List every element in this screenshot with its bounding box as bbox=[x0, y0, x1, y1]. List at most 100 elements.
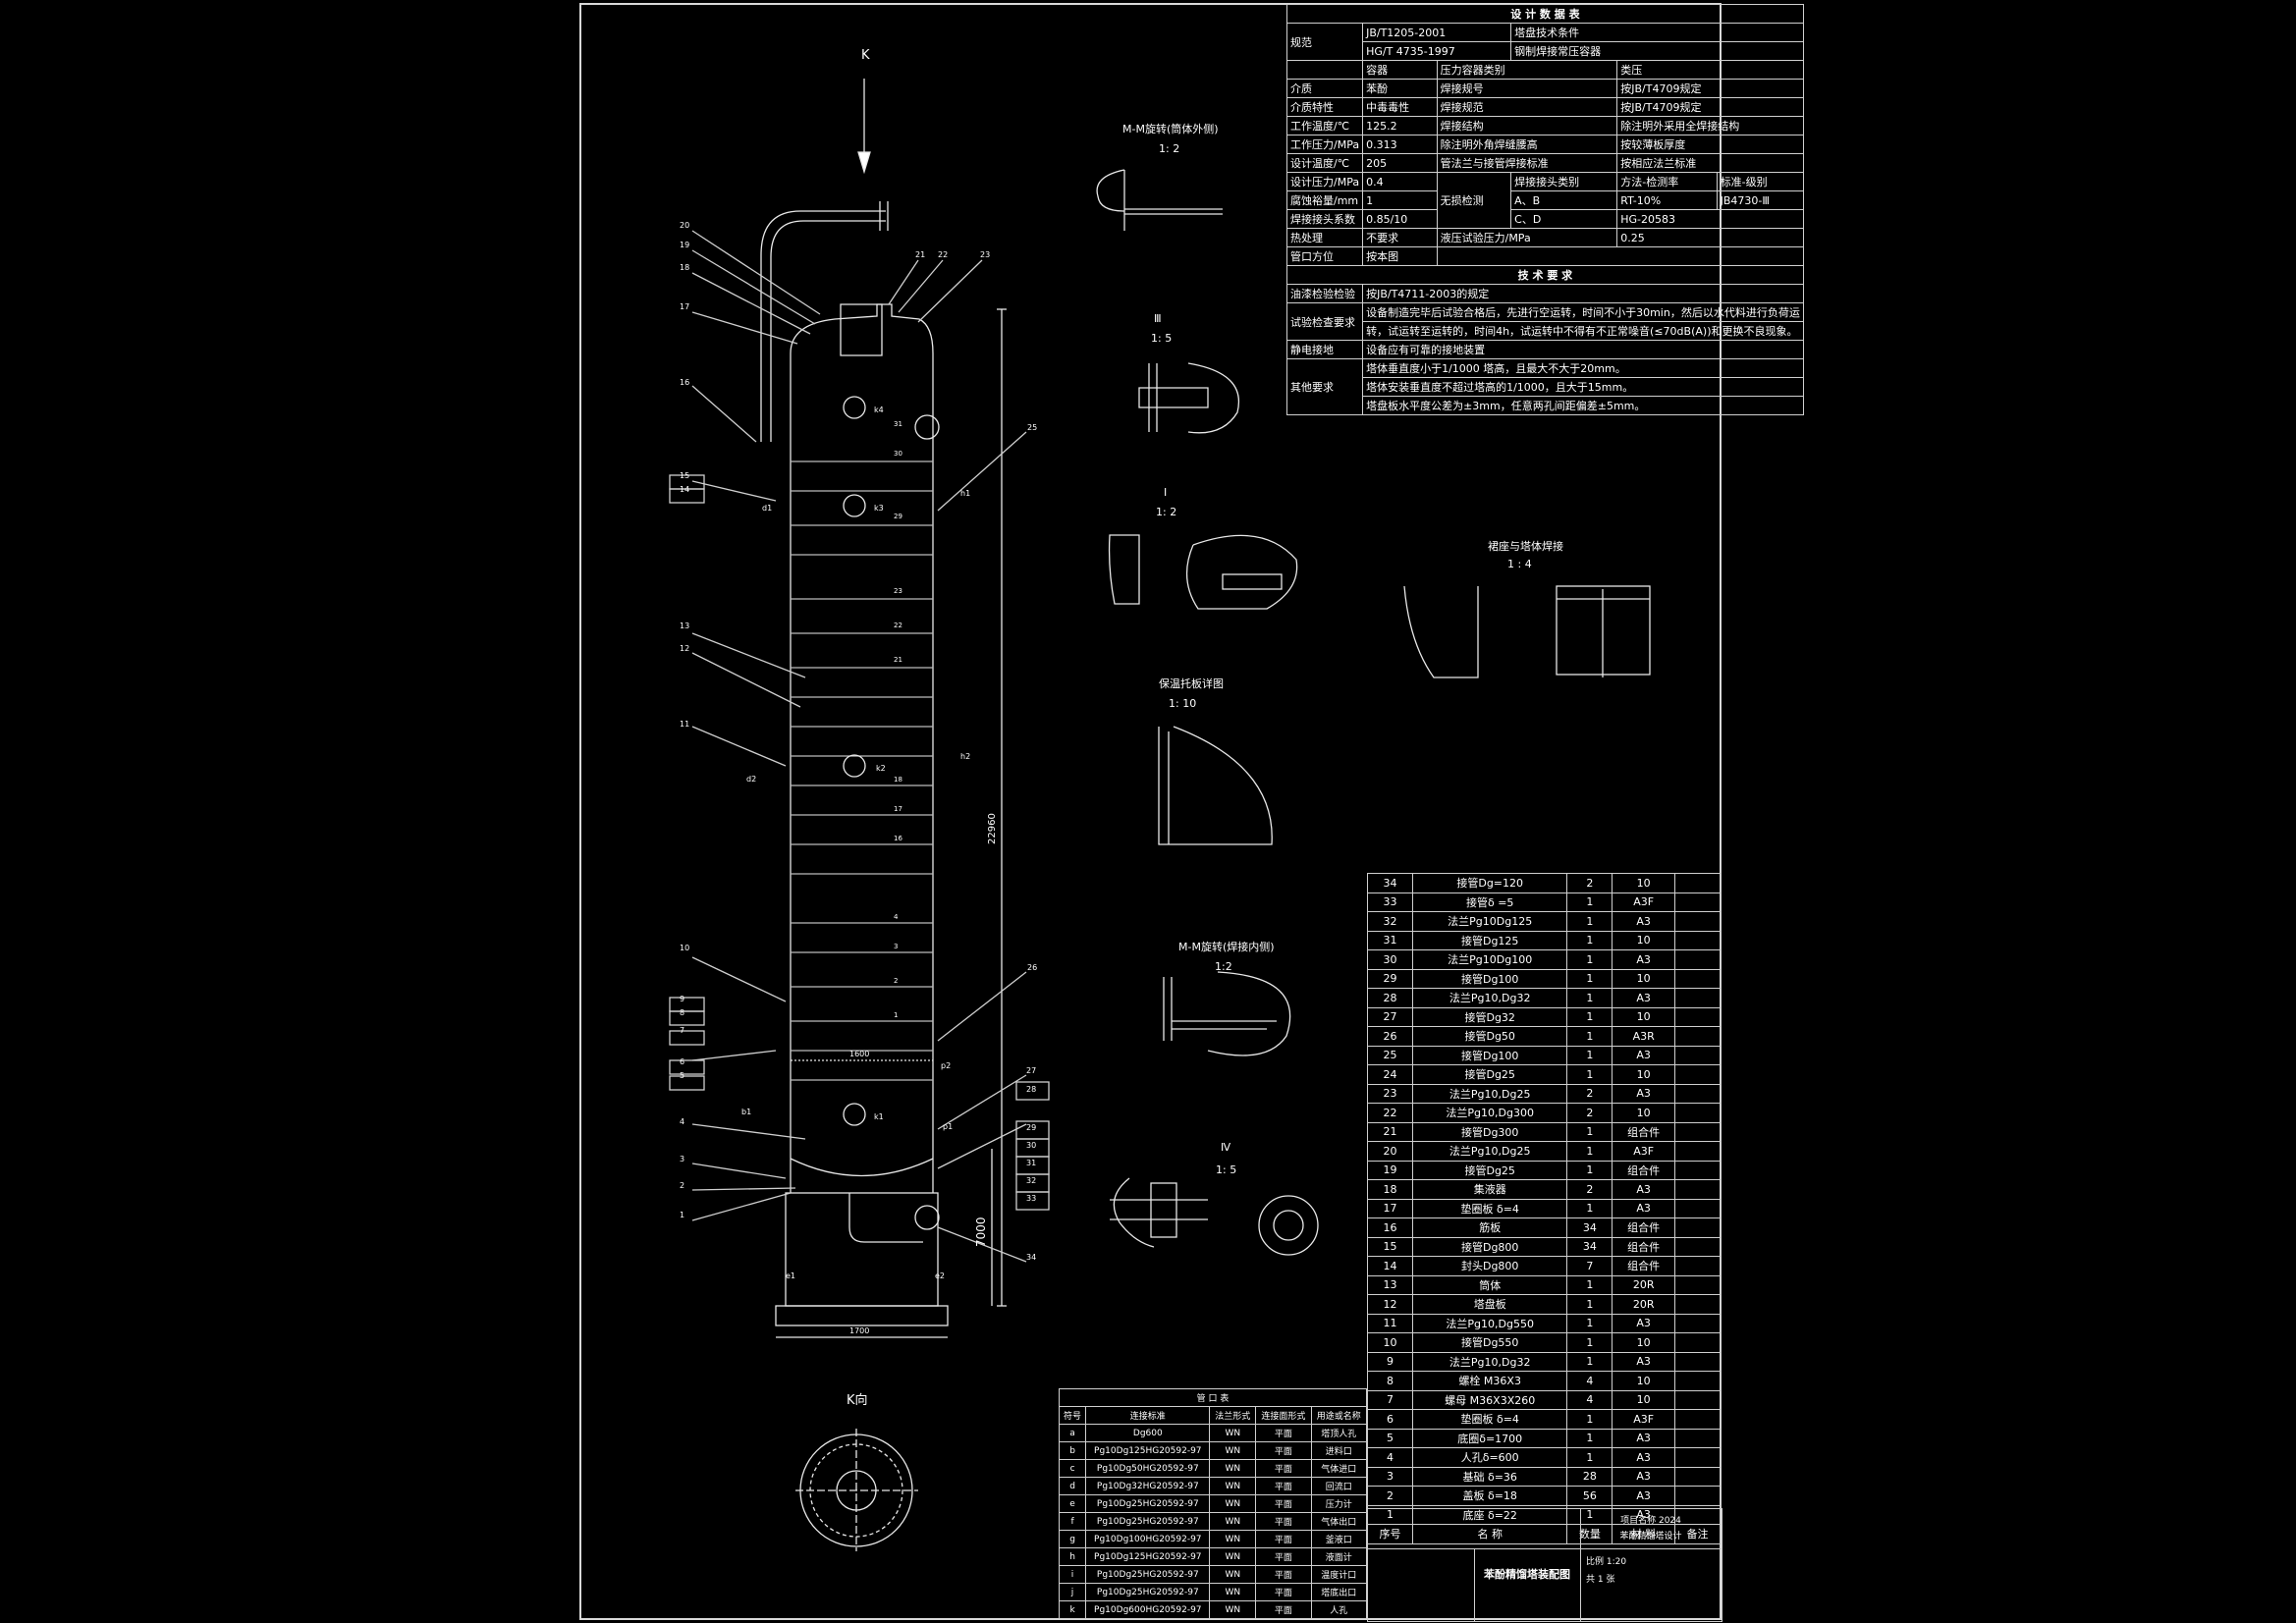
part-material: 10 bbox=[1612, 873, 1675, 893]
parts-footer-cell: 数量 bbox=[1566, 1524, 1613, 1544]
part-name: 接管Dg125 bbox=[1412, 930, 1568, 950]
part-material: A3F bbox=[1612, 1409, 1675, 1430]
part-name: 法兰Pg10Dg125 bbox=[1412, 911, 1568, 932]
skirt bbox=[785, 1192, 939, 1307]
part-name: 接管Dg50 bbox=[1412, 1026, 1568, 1047]
nde-label: 无损检测 bbox=[1436, 172, 1512, 229]
leader-boxes-right bbox=[1015, 1081, 1050, 1211]
tech-text: 设备制造完毕后试验合格后，先进行空运转，时间不小于30min，然后以水代料进行负… bbox=[1362, 302, 1804, 322]
top-pipe bbox=[760, 210, 886, 442]
part-name: 接管Dg800 bbox=[1412, 1236, 1568, 1257]
param-label: 介质特性 bbox=[1285, 97, 1364, 117]
leader-label: 3 bbox=[680, 1155, 684, 1163]
part-name: 法兰Pg10,Dg32 bbox=[1412, 1351, 1568, 1372]
param-value: 除注明外采用全焊接结构 bbox=[1616, 116, 1804, 135]
view4-scale: 1: 5 bbox=[1216, 1163, 1236, 1176]
part-name: 接管Dg=120 bbox=[1412, 873, 1568, 893]
nozzle-tag: k4 bbox=[874, 406, 884, 414]
mm-bottom-break bbox=[1207, 971, 1291, 1056]
manhole-k1 bbox=[843, 1103, 866, 1126]
part-name: 法兰Pg10Dg100 bbox=[1412, 949, 1568, 970]
part-material: A3 bbox=[1612, 1045, 1675, 1065]
part-qty: 7 bbox=[1566, 1256, 1613, 1276]
leader-label: 22 bbox=[938, 250, 948, 259]
leader-label: 32 bbox=[1026, 1176, 1036, 1185]
nozzle-tag: k1 bbox=[874, 1112, 884, 1121]
k-arrow-label: K bbox=[861, 48, 870, 63]
drawing-title: 苯酚精馏塔装配图 bbox=[1484, 1568, 1570, 1581]
detail-i-right bbox=[1185, 534, 1298, 610]
param-label: 热处理 bbox=[1285, 228, 1364, 247]
part-qty: 2 bbox=[1566, 1103, 1613, 1123]
part-name: 底圈δ=1700 bbox=[1412, 1428, 1568, 1448]
nozzle-tag: k3 bbox=[874, 504, 884, 513]
iv-circle-inner bbox=[1273, 1210, 1304, 1241]
insulation-detail bbox=[1158, 726, 1273, 845]
param-value: 按JB/T4709规定 bbox=[1616, 79, 1804, 98]
part-material: 10 bbox=[1612, 1103, 1675, 1123]
tray-lines bbox=[791, 460, 933, 1081]
part-no: 27 bbox=[1366, 1006, 1414, 1027]
iv-circle-outer bbox=[1258, 1195, 1319, 1256]
nozzle-tag: h2 bbox=[960, 752, 970, 761]
param-value: 不要求 bbox=[1362, 228, 1438, 247]
tech-label: 试验检查要求 bbox=[1285, 302, 1364, 341]
param-label: 管口方位 bbox=[1285, 246, 1364, 266]
parts-footer-cell: 备注 bbox=[1673, 1524, 1722, 1544]
leader-label: 11 bbox=[680, 720, 689, 729]
param-value: 0.313 bbox=[1362, 135, 1438, 154]
tray-number: 29 bbox=[894, 513, 902, 520]
leader-label: 16 bbox=[680, 378, 689, 387]
nozzle-cell: WN bbox=[1209, 1600, 1257, 1619]
leader-label: 31 bbox=[1026, 1159, 1036, 1167]
leader-label: 33 bbox=[1026, 1194, 1036, 1203]
drawing-frame bbox=[579, 3, 1722, 1620]
tech-text: 转，试运转至运转的，时间4h，试运转中不得有不正常噪音(≤70dB(A))和更换… bbox=[1362, 321, 1804, 341]
detail-iii-break bbox=[1187, 362, 1239, 434]
nozzle-cell: 平面 bbox=[1255, 1600, 1312, 1619]
insulation-scale: 1: 10 bbox=[1169, 697, 1196, 710]
leader-label: 21 bbox=[915, 250, 925, 259]
part-name: 接管Dg32 bbox=[1412, 1006, 1568, 1027]
leader-label: 8 bbox=[680, 1008, 684, 1017]
bottom-head bbox=[790, 1158, 934, 1177]
part-no: 25 bbox=[1366, 1045, 1414, 1065]
nozzle-cell: f bbox=[1058, 1512, 1087, 1531]
part-name: 接管Dg25 bbox=[1412, 1064, 1568, 1085]
leader-label: 2 bbox=[680, 1181, 684, 1190]
nozzle-cell: a bbox=[1058, 1424, 1087, 1442]
view1-scale: 1: 2 bbox=[1156, 506, 1176, 518]
nozzle-tag: d2 bbox=[746, 775, 756, 784]
col-header: 容器 bbox=[1362, 60, 1438, 80]
manhole-k4 bbox=[843, 396, 866, 419]
manhole-k2 bbox=[843, 754, 866, 778]
spec-code: HG/T 4735-1997 bbox=[1362, 41, 1512, 61]
part-no: 13 bbox=[1366, 1274, 1414, 1295]
tech-label: 油漆检验检验 bbox=[1285, 284, 1364, 303]
side-nozzle-bottom bbox=[914, 1205, 940, 1230]
tray-number: 4 bbox=[894, 913, 899, 921]
drawing-sheet: 共 1 张 bbox=[1586, 1575, 1615, 1585]
view1-title: I bbox=[1164, 486, 1167, 499]
part-name: 接管Dg550 bbox=[1412, 1332, 1568, 1353]
height-dim-label: 22960 bbox=[987, 813, 998, 844]
param-label: 除注明外角焊缝腰高 bbox=[1436, 135, 1618, 154]
top-pipe-inner bbox=[770, 220, 886, 442]
